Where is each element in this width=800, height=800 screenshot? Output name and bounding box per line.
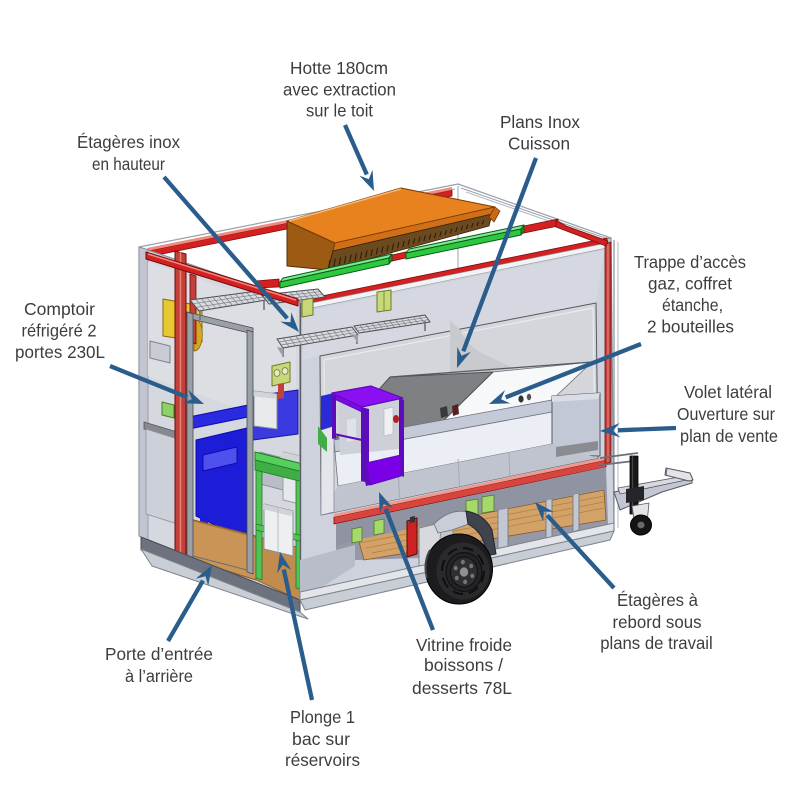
svg-text:Comptoir: Comptoir <box>24 299 95 319</box>
svg-text:plans de travail: plans de travail <box>600 633 713 653</box>
svg-text:rebord sous: rebord sous <box>613 612 702 632</box>
svg-text:Étagères inox: Étagères inox <box>77 132 180 152</box>
svg-text:Porte d’entrée: Porte d’entrée <box>105 644 213 664</box>
svg-text:réservoirs: réservoirs <box>285 750 360 770</box>
svg-text:boissons /: boissons / <box>424 655 503 675</box>
svg-text:portes 230L: portes 230L <box>15 342 105 362</box>
svg-text:Plonge 1: Plonge 1 <box>290 707 355 727</box>
svg-text:à l’arrière: à l’arrière <box>125 666 193 686</box>
svg-text:Étagères à: Étagères à <box>617 590 698 610</box>
svg-text:sur le toit: sur le toit <box>306 101 373 121</box>
svg-text:Cuisson: Cuisson <box>508 134 570 154</box>
svg-text:plan de vente: plan de vente <box>680 426 778 446</box>
svg-text:avec extraction: avec extraction <box>283 80 396 100</box>
svg-text:Volet latéral: Volet latéral <box>684 382 772 402</box>
svg-text:en hauteur: en hauteur <box>92 154 165 174</box>
svg-text:réfrigéré 2: réfrigéré 2 <box>22 321 97 341</box>
svg-text:étanche,: étanche, <box>662 295 723 315</box>
svg-text:2 bouteilles: 2 bouteilles <box>647 317 734 337</box>
svg-text:Hotte 180cm: Hotte 180cm <box>290 58 388 78</box>
svg-text:Vitrine froide: Vitrine froide <box>416 635 512 655</box>
svg-text:Trappe d’accès: Trappe d’accès <box>634 252 746 272</box>
svg-text:bac sur: bac sur <box>292 729 350 749</box>
svg-text:Plans Inox: Plans Inox <box>500 112 580 132</box>
svg-text:gaz, coffret: gaz, coffret <box>648 274 732 294</box>
svg-text:desserts 78L: desserts 78L <box>412 678 512 698</box>
svg-text:Ouverture sur: Ouverture sur <box>677 404 775 424</box>
